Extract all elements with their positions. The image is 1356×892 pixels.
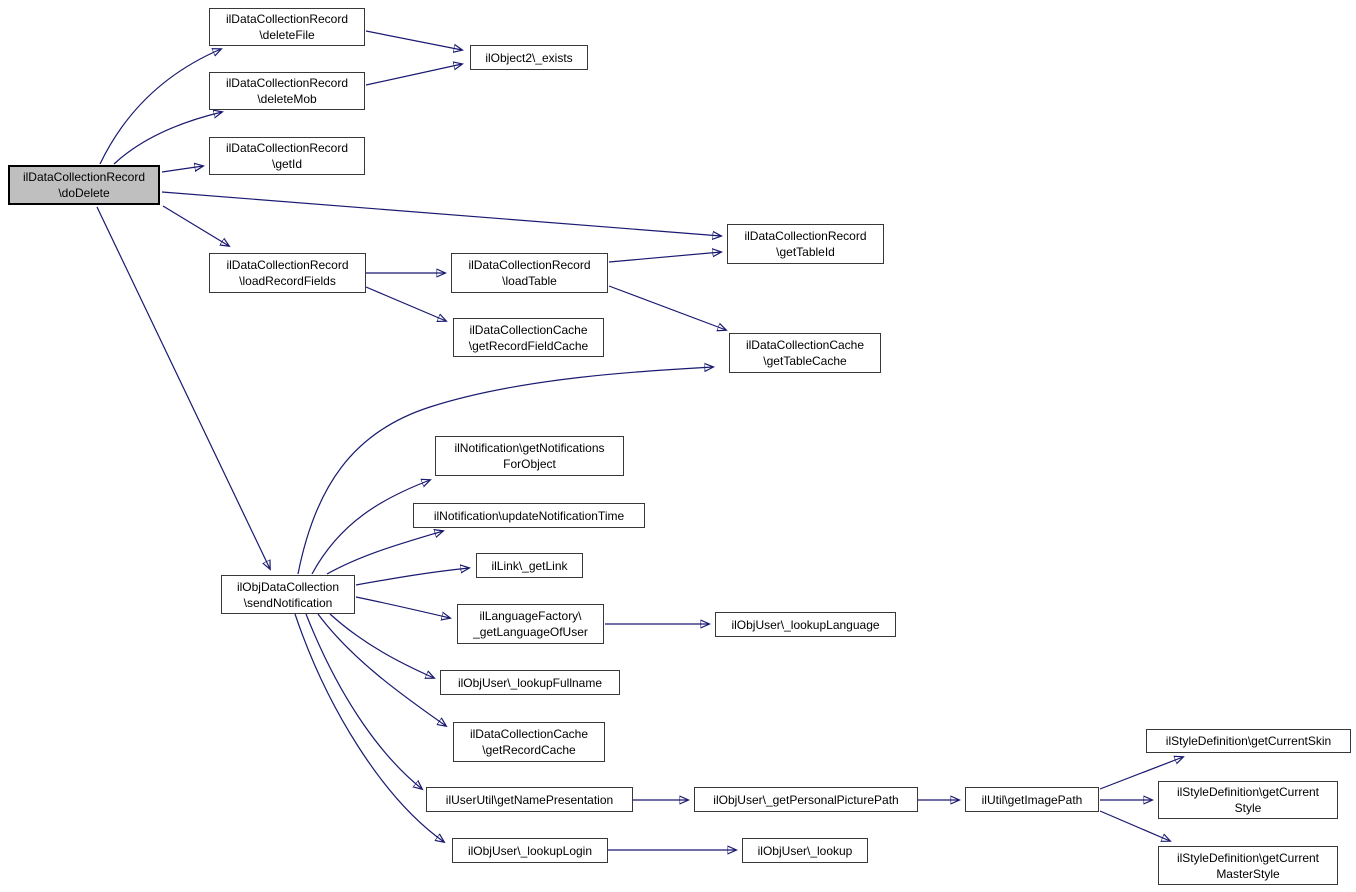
edge-getImagePath-getCurrentSkin: [1099, 757, 1183, 790]
edge-deleteFile-object2Exists: [365, 30, 462, 50]
node-getImagePath[interactable]: ilUtil\getImagePath: [965, 787, 1099, 812]
node-getCurrentStyle[interactable]: ilStyleDefinition\getCurrent Style: [1158, 781, 1338, 819]
edge-sendNotification-updateNotificationTime: [326, 531, 443, 575]
node-loadTable[interactable]: ilDataCollectionRecord \loadTable: [451, 253, 608, 293]
node-lookupLanguage[interactable]: ilObjUser\_lookupLanguage: [715, 612, 896, 637]
node-deleteFile[interactable]: ilDataCollectionRecord \deleteFile: [209, 8, 365, 46]
edge-loadRecordFields-getRecordFieldCache: [365, 286, 446, 321]
node-getTableId[interactable]: ilDataCollectionRecord \getTableId: [727, 224, 884, 264]
node-getPersonalPicturePath[interactable]: ilObjUser\_getPersonalPicturePath: [694, 787, 918, 812]
edge-doDelete-loadRecordFields: [162, 205, 229, 246]
edge-sendNotification-getRecordCache: [317, 613, 446, 726]
node-getTableCache[interactable]: ilDataCollectionCache \getTableCache: [729, 333, 881, 373]
edge-doDelete-sendNotification: [96, 206, 270, 569]
node-lookupLogin[interactable]: ilObjUser\_lookupLogin: [452, 838, 608, 863]
edge-doDelete-deleteMob: [113, 112, 222, 165]
node-lookupFullname[interactable]: ilObjUser\_lookupFullname: [440, 670, 620, 695]
edge-sendNotification-getTableCache: [297, 367, 713, 575]
edge-loadTable-getTableId: [608, 252, 721, 263]
node-getNotificationsForObject[interactable]: ilNotification\getNotifications ForObjec…: [435, 436, 624, 476]
node-getLanguageOfUser[interactable]: ilLanguageFactory\ _getLanguageOfUser: [457, 604, 604, 644]
node-getRecordFieldCache[interactable]: ilDataCollectionCache \getRecordFieldCac…: [453, 318, 604, 357]
node-lookup[interactable]: ilObjUser\_lookup: [742, 838, 868, 863]
edge-doDelete-getTableId: [161, 191, 721, 236]
node-getId[interactable]: ilDataCollectionRecord \getId: [209, 137, 365, 175]
node-getNamePresentation[interactable]: ilUserUtil\getNamePresentation: [426, 787, 633, 812]
edge-sendNotification-lookupFullname: [329, 613, 434, 678]
node-getCurrentSkin[interactable]: ilStyleDefinition\getCurrentSkin: [1146, 729, 1351, 753]
edge-sendNotification-getNotificationsForObject: [311, 480, 430, 575]
edge-sendNotification-getLanguageOfUser: [355, 596, 450, 618]
node-deleteMob[interactable]: ilDataCollectionRecord \deleteMob: [209, 72, 365, 110]
edge-doDelete-deleteFile: [99, 49, 221, 165]
node-getLink[interactable]: ilLink\_getLink: [476, 553, 583, 578]
edge-getImagePath-getCurrentMasterStyle: [1099, 810, 1170, 841]
node-updateNotificationTime[interactable]: ilNotification\updateNotificationTime: [413, 503, 645, 528]
node-getRecordCache[interactable]: ilDataCollectionCache \getRecordCache: [453, 722, 605, 762]
edge-loadTable-getTableCache: [608, 285, 726, 330]
node-doDelete[interactable]: ilDataCollectionRecord \doDelete: [8, 165, 160, 205]
node-getCurrentMasterStyle[interactable]: ilStyleDefinition\getCurrent MasterStyle: [1158, 846, 1338, 885]
node-object2-exists[interactable]: ilObject2\_exists: [470, 45, 588, 70]
edge-sendNotification-getNamePresentation: [305, 613, 422, 789]
edge-doDelete-getId: [161, 166, 203, 173]
edge-sendNotification-lookupLogin: [294, 613, 444, 842]
node-loadRecordFields[interactable]: ilDataCollectionRecord \loadRecordFields: [209, 253, 366, 293]
edge-deleteMob-object2Exists: [365, 64, 462, 86]
node-sendNotification[interactable]: ilObjDataCollection \sendNotification: [221, 575, 355, 614]
edge-sendNotification-getLink: [355, 568, 469, 586]
